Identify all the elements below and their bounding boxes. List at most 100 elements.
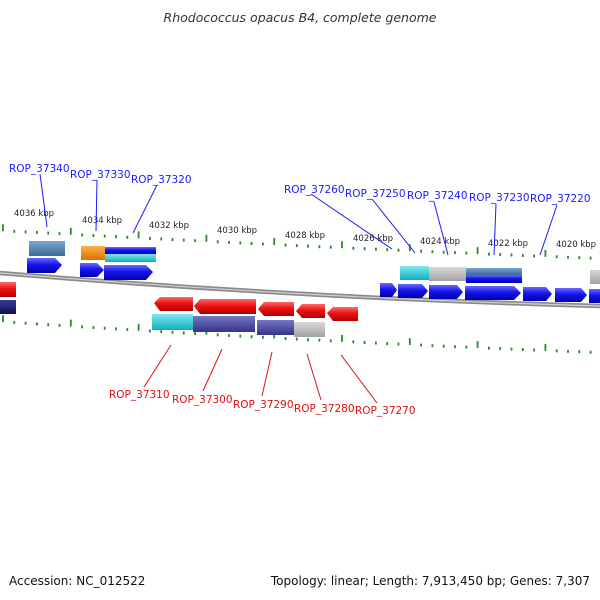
gene-label[interactable]: ROP_37290 <box>233 399 294 411</box>
gene-label[interactable]: ROP_37330 <box>70 169 131 181</box>
scale-tick-minor <box>58 323 61 327</box>
scale-tick-minor <box>567 255 569 259</box>
scale-tick-minor <box>103 234 106 238</box>
gene-label[interactable]: ROP_37310 <box>109 389 170 401</box>
scale-tick-minor <box>555 349 558 353</box>
gene-label[interactable]: ROP_37260 <box>284 184 345 196</box>
scale-tick-minor <box>375 247 377 251</box>
cds-feature[interactable] <box>193 316 255 332</box>
scale-tick-minor <box>465 345 468 349</box>
chromosome-backbone <box>0 270 600 309</box>
gene-label[interactable]: ROP_37250 <box>345 188 406 200</box>
scale-tick-minor <box>488 346 490 350</box>
gene-label[interactable]: ROP_37230 <box>469 192 530 204</box>
scale-tick-minor <box>307 338 309 342</box>
cds-feature[interactable] <box>400 266 429 280</box>
scale-tick-minor <box>420 249 422 253</box>
scale-tick-major <box>137 231 140 239</box>
scale-tick-minor <box>375 341 377 345</box>
cds-feature[interactable] <box>105 254 156 262</box>
gene-arrow-forward[interactable] <box>523 287 552 301</box>
gene-arrow-forward[interactable] <box>27 258 62 273</box>
scale-tick-minor <box>318 245 321 249</box>
scale-tick-minor <box>284 243 287 247</box>
leader-line <box>371 198 416 254</box>
forward-gene-labels: ROP_37340 ROP_37330 ROP_37320 ROP_37260 … <box>9 163 591 256</box>
gene-arrow-forward[interactable] <box>555 288 587 302</box>
scale-label: 4030 kbp <box>217 226 257 236</box>
scale-tick-major <box>341 334 343 342</box>
scale-tick-minor <box>250 242 253 245</box>
scale-tick-minor <box>555 255 558 259</box>
cds-feature[interactable] <box>152 314 193 330</box>
scale-label: 4032 kbp <box>149 221 189 231</box>
scale-tick-minor <box>194 239 196 243</box>
scale-tick-major <box>408 244 411 252</box>
scale-tick-minor <box>499 253 502 256</box>
gene-arrow-reverse[interactable] <box>154 297 193 311</box>
gene-arrow-reverse[interactable] <box>296 304 325 318</box>
cds-feature[interactable] <box>294 322 325 337</box>
gene-arrow-forward[interactable] <box>398 284 428 298</box>
gene-label[interactable]: ROP_37300 <box>172 394 233 406</box>
scale-ticks-bottom <box>2 315 592 354</box>
cds-feature[interactable] <box>590 270 600 284</box>
scale-tick-minor <box>24 230 27 234</box>
scale-tick-minor <box>589 350 592 354</box>
gene-arrow-forward[interactable] <box>465 286 521 300</box>
gene-label[interactable]: ROP_37240 <box>407 190 468 202</box>
genome-title: Rhodococcus opacus B4, complete genome <box>163 10 437 25</box>
scale-tick-minor <box>352 340 355 344</box>
gene-arrow-forward[interactable] <box>380 283 397 297</box>
gene-arrow-forward[interactable] <box>589 289 600 303</box>
scale-tick-minor <box>126 328 129 332</box>
scale-tick-minor <box>352 246 355 250</box>
gene-arrow-reverse[interactable] <box>194 299 256 314</box>
leader-line <box>493 203 497 256</box>
gene-label[interactable]: ROP_37320 <box>131 174 192 186</box>
leader-line <box>132 184 158 234</box>
scale-tick-minor <box>149 236 151 240</box>
cds-feature[interactable] <box>81 246 105 260</box>
cds-feature[interactable] <box>429 267 466 281</box>
gene-arrow-forward[interactable] <box>429 285 463 299</box>
gene-arrow-reverse[interactable] <box>327 307 358 321</box>
feature-row-upper <box>29 241 600 284</box>
scale-tick-minor <box>510 347 513 351</box>
cds-feature[interactable] <box>257 320 294 335</box>
scale-tick-major <box>205 234 208 242</box>
scale-tick-minor <box>318 338 321 342</box>
gene-arrow-forward[interactable] <box>80 263 104 277</box>
scale-tick-major <box>137 323 140 331</box>
leader-line <box>202 348 223 392</box>
scale-tick-minor <box>24 321 27 325</box>
gene-label[interactable]: ROP_37340 <box>9 163 70 175</box>
scale-tick-major <box>69 319 72 327</box>
scale-tick-minor <box>115 235 117 239</box>
gene-arrow-reverse[interactable] <box>0 282 16 297</box>
scale-tick-minor <box>488 252 490 256</box>
gene-label[interactable]: ROP_37270 <box>355 405 416 417</box>
scale-label: 4024 kbp <box>420 237 460 247</box>
scale-tick-minor <box>81 325 83 329</box>
cds-feature[interactable] <box>466 275 522 283</box>
gene-label[interactable]: ROP_37220 <box>530 193 591 205</box>
gene-arrow-reverse[interactable] <box>258 302 294 316</box>
scale-labels: 4036 kbp 4034 kbp 4032 kbp 4030 kbp 4028… <box>14 209 596 250</box>
cds-feature[interactable] <box>29 241 65 256</box>
scale-tick-minor <box>47 323 50 327</box>
gene-label[interactable]: ROP_37280 <box>294 403 355 415</box>
scale-tick-minor <box>442 250 445 254</box>
cds-feature[interactable] <box>0 300 16 314</box>
gene-arrow-forward[interactable] <box>104 265 153 280</box>
leader-line <box>143 344 172 388</box>
cds-feature[interactable] <box>466 268 522 275</box>
cds-feature[interactable] <box>105 247 156 254</box>
scale-label: 4026 kbp <box>353 234 393 244</box>
reverse-gene-labels: ROP_37310 ROP_37300 ROP_37290 ROP_37280 … <box>109 344 416 417</box>
accession-text: Accession: NC_012522 <box>9 574 146 588</box>
scale-tick-major <box>476 247 479 255</box>
genome-summary-text: Topology: linear; Length: 7,913,450 bp; … <box>270 574 590 588</box>
scale-tick-minor <box>47 231 50 235</box>
